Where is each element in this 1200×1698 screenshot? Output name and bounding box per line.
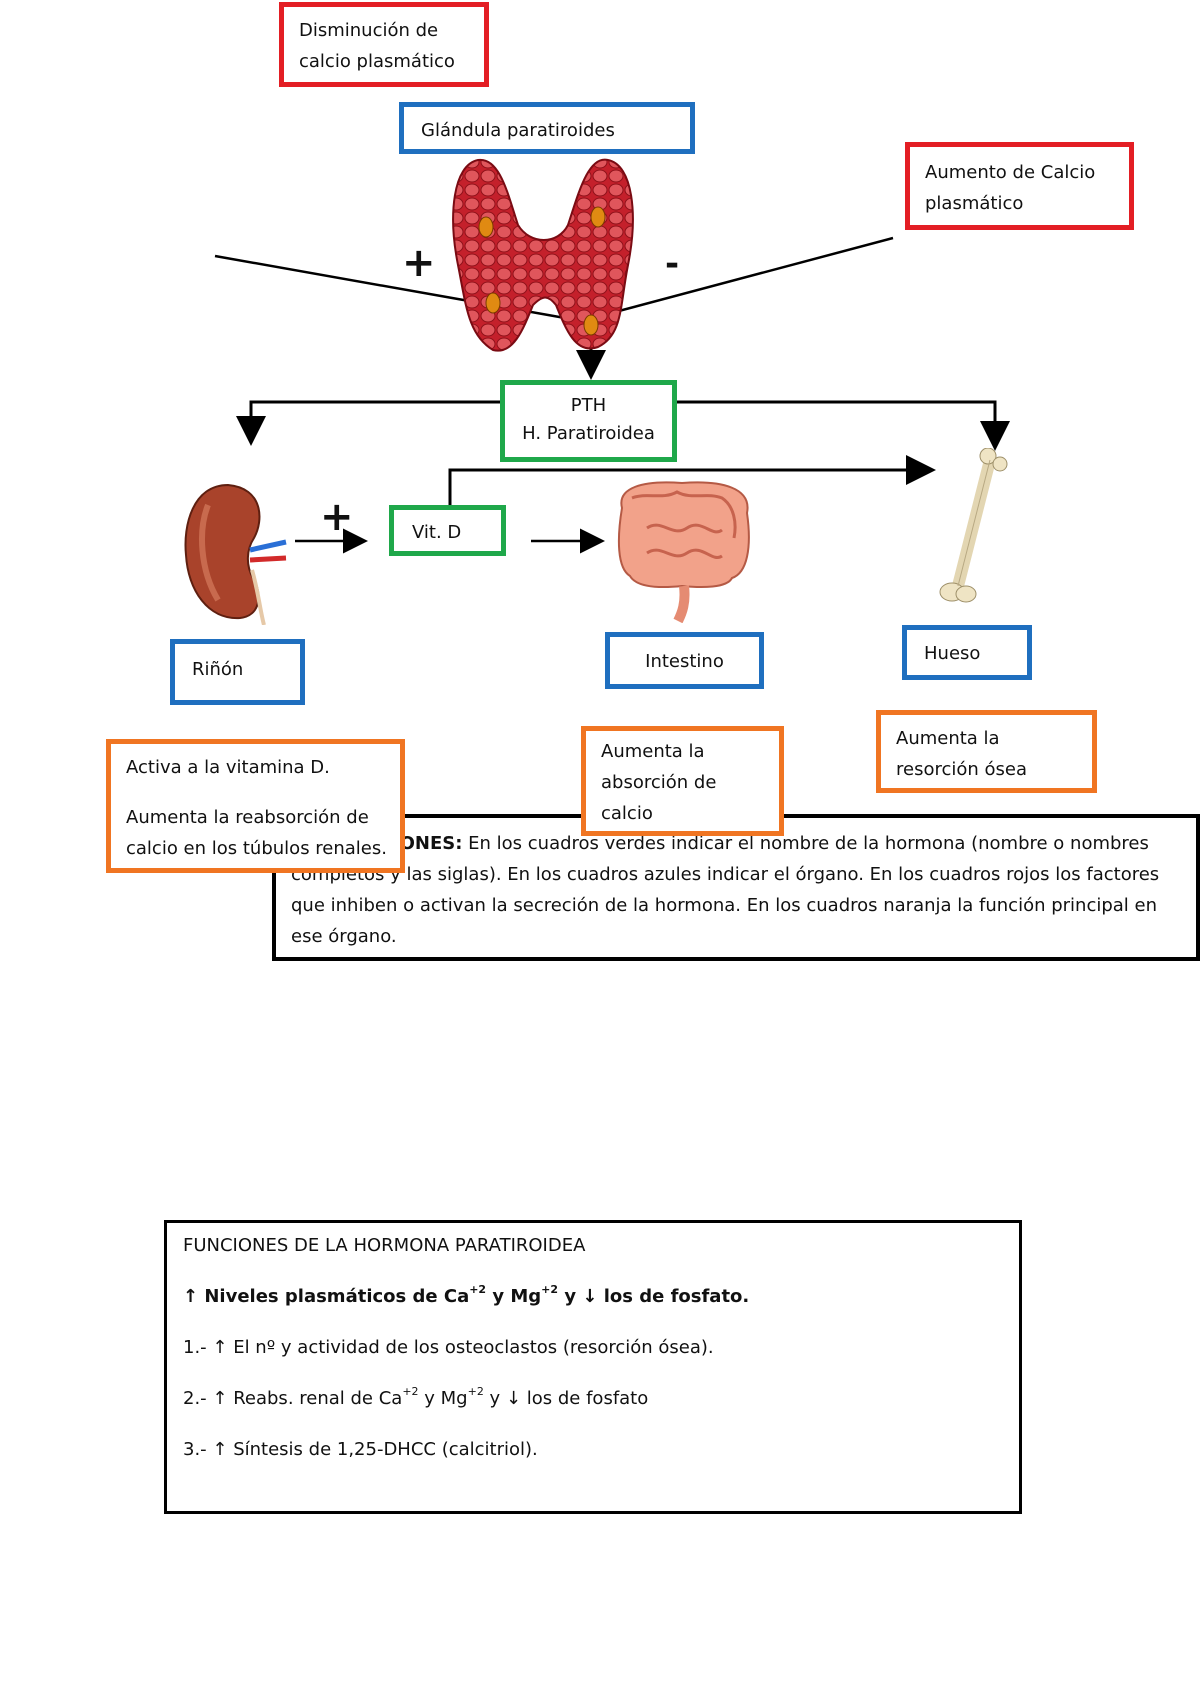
function-kidney-line1: Activa a la vitamina D. (126, 757, 330, 778)
function-box-kidney: Activa a la vitamina D. Aumenta la reabs… (106, 739, 405, 873)
factor-increase-line2: plasmático (925, 193, 1024, 214)
summary-line3-number: 3.- (183, 1439, 213, 1460)
function-kidney-line2: Aumenta la reabsorción de (126, 807, 369, 828)
down-arrow-icon: ↓ (505, 1388, 522, 1409)
up-arrow-icon: ↑ (212, 1439, 228, 1460)
pth-functions-summary-box: FUNCIONES DE LA HORMONA PARATIROIDEA ↑ N… (164, 1220, 1022, 1514)
pth-to-kidney-arrow (236, 400, 502, 446)
summary-line2-text-c: y (483, 1388, 506, 1409)
inhibition-minus-sign: - (665, 244, 680, 284)
vitd-to-bone-arrow (448, 455, 936, 505)
inhibition-line (614, 236, 894, 314)
summary-line1-number: 1.- (183, 1337, 213, 1358)
function-intestine-line2: absorción de (601, 772, 717, 793)
up-arrow-icon: ↑ (183, 1286, 199, 1307)
summary-line0: ↑ Niveles plasmáticos de Ca+2 y Mg+2 y ↓… (183, 1284, 1019, 1310)
hormone-box: PTH H. Paratiroidea (500, 380, 677, 462)
organ-kidney-label: Riñón (192, 659, 244, 680)
factor-box-increase: Aumento de Calcio plasmático (905, 142, 1134, 230)
organ-box-kidney: Riñón (170, 639, 305, 705)
up-arrow-icon: ↑ (212, 1388, 228, 1409)
summary-title: FUNCIONES DE LA HORMONA PARATIROIDEA (183, 1235, 586, 1256)
gland-label-box: Glándula paratiroides (399, 102, 695, 154)
instructions-box: INSTRUCCIONES: En los cuadros verdes ind… (272, 814, 1200, 961)
function-box-bone: Aumenta la resorción ósea (876, 710, 1097, 793)
summary-line2-text-a: Reabs. renal de Ca (227, 1388, 403, 1409)
organ-intestine-label: Intestino (645, 651, 724, 672)
pth-to-bone-arrow (675, 400, 1010, 451)
organ-bone-label: Hueso (924, 643, 981, 664)
up-arrow-icon: ↑ (212, 1337, 228, 1358)
activation-plus-sign: + (402, 240, 436, 286)
gland-label: Glándula paratiroides (421, 120, 615, 141)
summary-line0-text-b: y Mg (486, 1286, 542, 1307)
summary-line0-sup1: +2 (469, 1283, 487, 1296)
summary-line0-text-a: Niveles plasmáticos de Ca (198, 1286, 470, 1307)
summary-line1-text: El nº y actividad de los osteoclastos (r… (227, 1337, 714, 1358)
summary-line3: 3.- ↑ Síntesis de 1,25-DHCC (calcitriol)… (183, 1437, 1019, 1463)
hormone-name: H. Paratiroidea (522, 423, 655, 444)
instructions-text: INSTRUCCIONES: En los cuadros verdes ind… (291, 828, 1176, 952)
organ-box-intestine: Intestino (605, 632, 764, 689)
factor-decrease-line2: calcio plasmático (299, 51, 455, 72)
summary-line2-sup2: +2 (467, 1385, 484, 1398)
function-intestine-line3: calcio (601, 803, 653, 824)
femur-bone-illustration (939, 448, 1008, 603)
organ-box-bone: Hueso (902, 625, 1032, 680)
summary-line2-number: 2.- (183, 1388, 213, 1409)
summary-line0-text-d: los de fosfato. (597, 1286, 750, 1307)
vitd-box: Vit. D (389, 505, 506, 556)
function-bone-line1: Aumenta la (896, 728, 1000, 749)
factor-box-decrease: Disminución de calcio plasmático (279, 2, 489, 87)
summary-line0-text-c: y (558, 1286, 583, 1307)
summary-line2: 2.- ↑ Reabs. renal de Ca+2 y Mg+2 y ↓ lo… (183, 1386, 1019, 1412)
vitd-label: Vit. D (412, 522, 462, 543)
summary-line2-text-b: y Mg (418, 1388, 468, 1409)
function-intestine-line1: Aumenta la (601, 741, 705, 762)
kidney-illustration (184, 483, 287, 625)
intestine-illustration (617, 481, 750, 623)
vitd-activation-plus-sign: + (320, 494, 354, 540)
hormone-abbreviation: PTH (570, 395, 607, 416)
down-arrow-icon: ↓ (582, 1286, 598, 1307)
factor-decrease-line1: Disminución de (299, 20, 439, 41)
function-kidney-line3: calcio en los túbulos renales. (126, 838, 387, 859)
summary-line2-sup1: +2 (402, 1385, 419, 1398)
function-bone-line2: resorción ósea (896, 759, 1028, 780)
factor-increase-line1: Aumento de Calcio (925, 162, 1096, 183)
instructions-body: En los cuadros verdes indicar el nombre … (291, 833, 1160, 947)
function-box-intestine: Aumenta la absorción de calcio (581, 726, 784, 836)
summary-line0-sup2: +2 (541, 1283, 559, 1296)
parathyroid-gland-illustration (452, 158, 634, 352)
summary-line3-text: Síntesis de 1,25-DHCC (calcitriol). (227, 1439, 538, 1460)
summary-line2-text-d: los de fosfato (521, 1388, 649, 1409)
summary-line1: 1.- ↑ El nº y actividad de los osteoclas… (183, 1335, 1019, 1361)
